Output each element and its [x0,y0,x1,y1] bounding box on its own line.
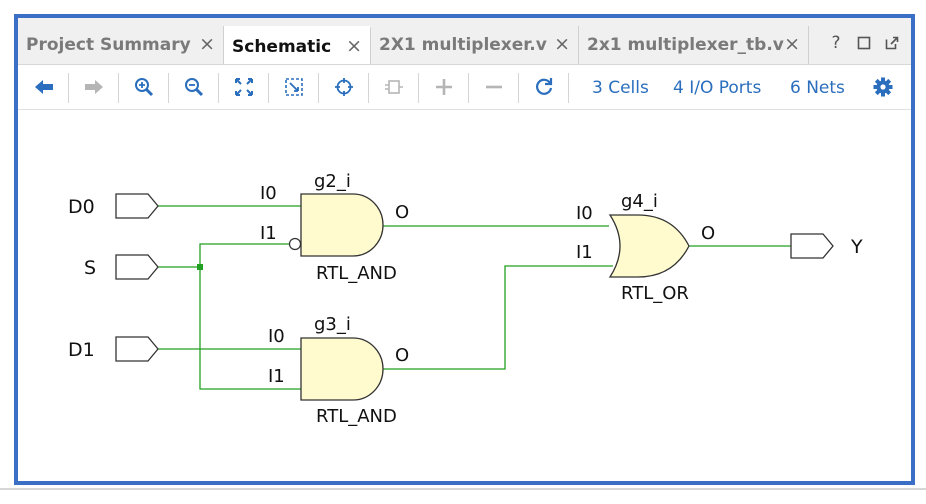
tab-label: 2X1 multiplexer.v [379,35,547,55]
close-icon[interactable]: × [784,33,800,55]
toolbar-separator [368,73,369,103]
tab-schematic[interactable]: Schematic × [224,26,371,64]
and-gate-g2[interactable] [300,193,384,257]
forward-arrow-icon[interactable] [79,73,109,101]
schematic-diagram: D0 S D1 Y g2_i I0 I1 O RTL_AND g3_i I0 I… [68,171,863,427]
tab-label: Schematic [232,37,332,57]
schematic-canvas[interactable]: D0 S D1 Y g2_i I0 I1 O RTL_AND g3_i I0 I… [18,110,911,481]
float-window-icon[interactable] [883,32,901,54]
refresh-icon[interactable] [529,73,559,101]
gate-name-g2: g2_i [314,171,351,192]
tab-bar: Project Summary × Schematic × 2X1 multip… [18,18,911,65]
gate-name-g4: g4_i [621,191,658,212]
status-divider [0,488,926,490]
toolbar-separator [518,73,519,103]
tab-label: 2x1 multiplexer_tb.v [587,35,784,55]
maximize-icon[interactable] [855,32,873,54]
or-gate-g4[interactable] [608,214,690,278]
target-icon[interactable] [329,73,359,101]
gate-type-g2: RTL_AND [316,263,397,284]
fit-view-icon[interactable] [229,73,259,101]
output-port-y[interactable] [790,233,834,259]
close-icon[interactable]: × [346,35,362,57]
toolbar-separator [568,73,569,103]
pin-label: I1 [268,366,285,387]
tab-project-summary[interactable]: Project Summary × [18,26,224,64]
pin-label: I1 [576,242,593,263]
zoom-out-icon[interactable] [179,73,209,101]
and-gate-g3[interactable] [300,337,384,401]
input-port-d1[interactable] [115,336,159,362]
pin-label: I0 [268,326,285,347]
toolbar-separator [268,73,269,103]
gear-icon[interactable] [868,73,898,101]
inverter-bubble [288,237,302,251]
net-wires [158,205,791,390]
port-label-d1: D1 [68,339,95,361]
toolbar-separator [418,73,419,103]
port-label-s: S [84,257,96,279]
tab-label: Project Summary [26,35,191,55]
input-port-s[interactable] [115,254,159,280]
close-icon[interactable]: × [554,33,570,55]
fit-selection-icon[interactable] [279,73,309,101]
net-s-to-g3[interactable] [199,267,301,390]
tab-2x1-multiplexer-v[interactable]: 2X1 multiplexer.v × [371,26,579,64]
pin-label: I1 [260,223,277,244]
net-g3-out[interactable] [383,265,613,370]
toolbar-separator [468,73,469,103]
gate-type-g3: RTL_AND [316,406,397,427]
split-cell-icon[interactable] [379,73,409,101]
junction-dot [197,264,203,270]
nets-count-link[interactable]: 6 Nets [790,78,845,98]
toolbar-separator [118,73,119,103]
gate-type-g4: RTL_OR [621,283,689,304]
pin-label: I0 [260,183,277,204]
expand-icon[interactable] [429,73,459,101]
pin-label: O [701,223,715,244]
toolbar-separator [218,73,219,103]
help-icon[interactable]: ? [831,33,841,53]
window-controls: ? [827,32,901,54]
toolbar-separator [318,73,319,103]
zoom-in-icon[interactable] [129,73,159,101]
port-label-d0: D0 [68,196,95,218]
collapse-icon[interactable] [479,73,509,101]
pin-label: O [395,202,409,223]
pin-label: I0 [576,203,593,224]
pin-label: O [395,345,409,366]
schematic-window: Project Summary × Schematic × 2X1 multip… [14,14,915,485]
back-arrow-icon[interactable] [29,73,59,101]
toolbar-separator [168,73,169,103]
port-label-y: Y [850,236,863,258]
gate-name-g3: g3_i [314,314,351,335]
schematic-toolbar: 3 Cells 4 I/O Ports 6 Nets [18,65,911,110]
io-ports-count-link[interactable]: 4 I/O Ports [673,78,762,98]
input-port-d0[interactable] [115,193,159,219]
cells-count-link[interactable]: 3 Cells [592,78,649,98]
close-icon[interactable]: × [199,33,215,55]
tab-2x1-multiplexer-tb-v[interactable]: 2x1 multiplexer_tb.v × [579,26,809,64]
net-s-to-g2[interactable] [199,243,290,267]
toolbar-separator [68,73,69,103]
